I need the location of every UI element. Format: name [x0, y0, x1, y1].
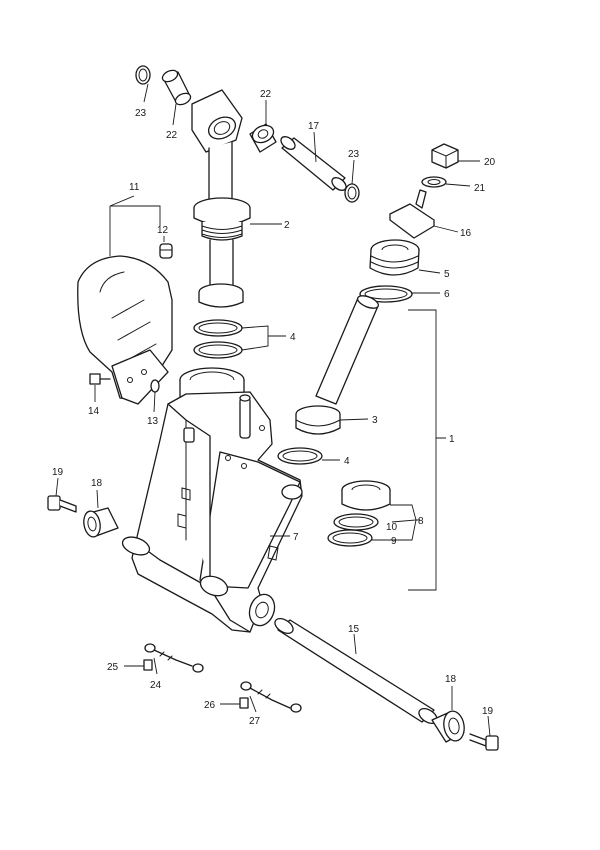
callout-14: 14: [88, 406, 100, 417]
o-ring-6: [359, 285, 413, 303]
cover-11: [77, 255, 173, 405]
callout-1: 1: [449, 434, 455, 445]
callout-8: 8: [418, 516, 424, 527]
ground-lead-27: [240, 681, 302, 713]
callout-23-right: 23: [348, 149, 360, 160]
bushing-18-right: [431, 710, 465, 743]
callout-18-right: 18: [445, 674, 457, 685]
seal-8: [341, 480, 391, 511]
callout-2: 2: [284, 220, 290, 231]
callout-16: 16: [460, 228, 472, 239]
callout-22-right: 22: [260, 89, 272, 100]
bushing-18-left: [83, 507, 119, 538]
callout-21: 21: [474, 183, 486, 194]
callout-19-left: 19: [52, 467, 64, 478]
screw-25: [143, 659, 153, 671]
callout-12: 12: [157, 225, 169, 236]
washer-21: [421, 176, 447, 188]
bushing-22-right: [249, 123, 277, 153]
piston-rod-3: [295, 295, 380, 435]
snap-ring-23-left: [135, 65, 151, 85]
shaft-15: [274, 618, 438, 724]
callout-5: 5: [444, 269, 450, 280]
callout-22-left: 22: [166, 130, 178, 141]
bolt-14: [89, 373, 111, 385]
o-ring-4-lower: [277, 447, 323, 465]
callout-25: 25: [107, 662, 119, 673]
bolt-19-right: [469, 733, 499, 751]
callout-11: 11: [129, 182, 140, 193]
washer-13: [150, 379, 160, 393]
callout-26: 26: [204, 700, 216, 711]
callout-4-upper: 4: [290, 332, 296, 343]
ground-lead-24: [144, 643, 204, 673]
callout-27: 27: [249, 716, 261, 727]
bolt-19-left: [47, 495, 77, 513]
callout-15: 15: [348, 624, 360, 635]
cylinder-body-7: [121, 367, 303, 633]
nut-20: [431, 143, 459, 169]
callout-9: 9: [391, 536, 397, 547]
bushing-22-top: [161, 69, 192, 106]
callout-18-left: 18: [91, 478, 103, 489]
o-rings-4-upper: [193, 319, 243, 359]
callout-labels: 1 2 3 4 4 5 6 7 8 9 10 11 12 13 14 15 16…: [52, 89, 496, 727]
damper-12: [159, 243, 173, 259]
callout-23-left: 23: [135, 108, 147, 119]
callout-17: 17: [308, 121, 320, 132]
callout-6: 6: [444, 289, 450, 300]
callout-13: 13: [147, 416, 159, 427]
callout-20: 20: [484, 157, 496, 168]
bolt-head-16: [389, 189, 435, 239]
callout-3: 3: [372, 415, 378, 426]
callout-4-lower: 4: [344, 456, 350, 467]
screw-26: [239, 697, 249, 709]
callout-19-right: 19: [482, 706, 494, 717]
piston-5: [369, 239, 420, 276]
piston-rod-2: [191, 89, 251, 308]
callout-7: 7: [293, 532, 299, 543]
leader-lines: [55, 83, 491, 737]
callout-24: 24: [150, 680, 162, 691]
snap-ring-23-right: [344, 183, 360, 203]
o-ring-10: [333, 513, 379, 531]
callout-10: 10: [386, 522, 398, 533]
o-ring-9: [327, 529, 373, 547]
shaft-17: [280, 136, 347, 191]
